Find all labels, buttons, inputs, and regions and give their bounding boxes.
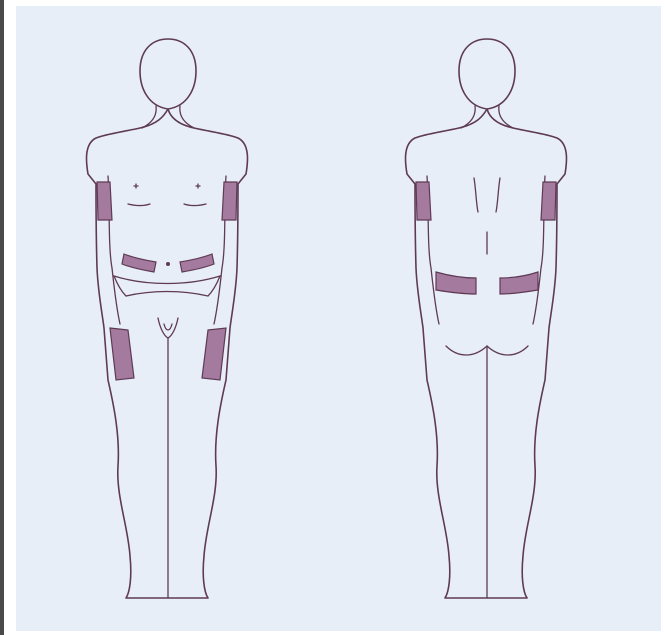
diagram-panel: [16, 6, 661, 631]
front-left-upper-arm-site: [97, 182, 112, 220]
back-left-upper-arm-site: [416, 182, 431, 220]
front-navel: [166, 262, 170, 266]
panel-background: [16, 6, 661, 631]
back-right-upper-arm-site: [541, 182, 556, 220]
front-right-upper-arm-site: [222, 182, 237, 220]
body-diagram-svg: [16, 6, 661, 631]
left-border-rule: [0, 0, 4, 635]
